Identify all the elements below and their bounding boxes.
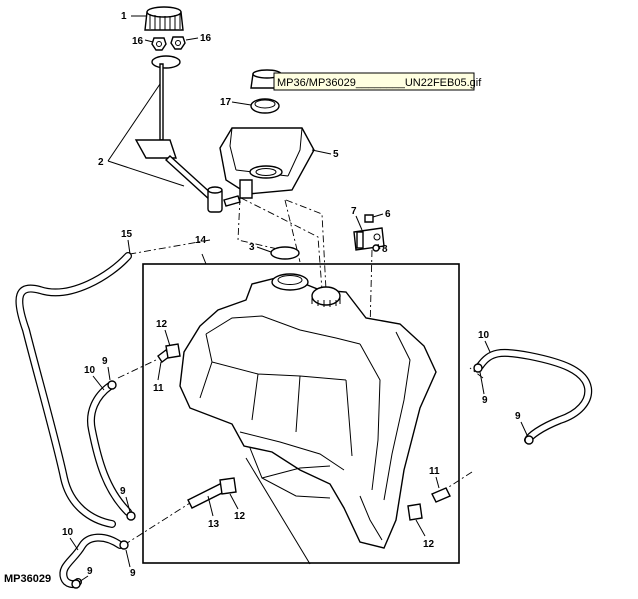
fuel-cap bbox=[144, 6, 184, 31]
fuel-tank bbox=[179, 273, 437, 549]
callout-11-right: 11 bbox=[429, 466, 440, 477]
image-tooltip: MP36/MP36029________UN22FEB05.gif bbox=[273, 72, 482, 91]
callout-9-left-lower2: 9 bbox=[130, 568, 136, 579]
callout-9-left-bottom: 9 bbox=[87, 566, 93, 577]
callout-10-left-upper: 10 bbox=[84, 365, 96, 376]
leader-tank-bottom bbox=[245, 457, 311, 565]
callout-6: 6 bbox=[385, 209, 391, 220]
mount-bracket bbox=[353, 214, 385, 252]
callout-12-upper: 12 bbox=[156, 319, 168, 330]
callout-15: 15 bbox=[121, 229, 133, 240]
callout-labels: 1 16 16 2 17 5 7 6 8 15 14 3 12 10 9 11 … bbox=[62, 11, 528, 583]
callout-12-right: 12 bbox=[423, 539, 435, 550]
callout-12-middle: 12 bbox=[234, 511, 246, 522]
callout-13: 13 bbox=[208, 519, 220, 530]
callout-14: 14 bbox=[195, 235, 207, 246]
hose-clamps bbox=[71, 363, 534, 589]
callout-3: 3 bbox=[249, 242, 255, 253]
filler-funnel bbox=[219, 127, 315, 199]
callout-9-left-mid: 9 bbox=[120, 486, 126, 497]
hose-left-upper bbox=[15, 252, 132, 528]
callout-1: 1 bbox=[121, 11, 127, 22]
hose-right bbox=[476, 348, 593, 444]
callout-8: 8 bbox=[382, 244, 388, 255]
sending-unit-bracket bbox=[134, 55, 241, 213]
callout-16-left: 16 bbox=[132, 36, 144, 47]
nuts bbox=[151, 36, 186, 51]
leader-14 bbox=[201, 253, 207, 265]
callout-16-right: 16 bbox=[200, 33, 212, 44]
figure-id: MP36029 bbox=[4, 573, 51, 585]
tank-frame bbox=[142, 263, 460, 564]
callout-5: 5 bbox=[333, 149, 339, 160]
tooltip-text: MP36/MP36029________UN22FEB05.gif bbox=[277, 77, 482, 89]
callout-2: 2 bbox=[98, 157, 104, 168]
callout-9-left-upper: 9 bbox=[102, 356, 108, 367]
callout-9-right-lower: 9 bbox=[515, 411, 521, 422]
fittings bbox=[157, 343, 451, 521]
callout-7: 7 bbox=[351, 206, 357, 217]
hose-left-lower bbox=[59, 382, 132, 589]
o-ring bbox=[270, 246, 300, 260]
callout-10-left-lower: 10 bbox=[62, 527, 74, 538]
callout-17: 17 bbox=[220, 97, 232, 108]
callout-11-left: 11 bbox=[153, 383, 164, 394]
callout-10-right: 10 bbox=[478, 330, 490, 341]
filler-seal bbox=[250, 98, 280, 114]
callout-9-right-upper: 9 bbox=[482, 395, 488, 406]
